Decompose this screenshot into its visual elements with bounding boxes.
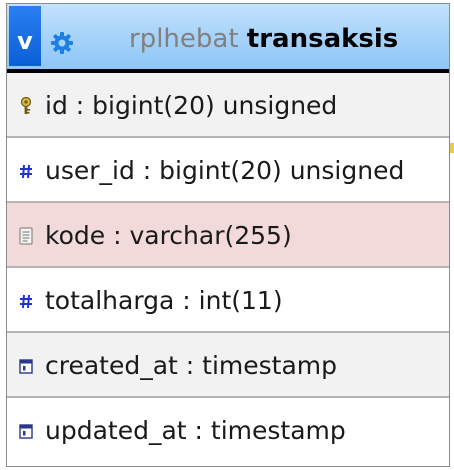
column-label: totalharga : int(11)	[45, 286, 283, 315]
column-row-updated-at[interactable]: updated_at : timestamp	[7, 398, 449, 463]
column-label: updated_at : timestamp	[45, 416, 346, 445]
relation-connector-stub	[450, 143, 454, 153]
column-row-user-id[interactable]: user_id : bigint(20) unsigned	[7, 138, 449, 203]
database-name: rplhebat	[129, 24, 239, 54]
column-label: user_id : bigint(20) unsigned	[45, 156, 405, 185]
gear-icon[interactable]	[51, 32, 73, 54]
column-row-id[interactable]: id : bigint(20) unsigned	[7, 73, 449, 138]
date-type-icon	[19, 359, 33, 374]
table-title[interactable]: rplhebat transaksis	[129, 22, 398, 56]
column-label: kode : varchar(255)	[45, 221, 292, 250]
date-type-icon	[19, 424, 33, 439]
table-name: transaksis	[246, 24, 399, 54]
designer-table-card[interactable]: v rplhebat transaksis id : bigint(20) un…	[6, 3, 450, 467]
column-label: created_at : timestamp	[45, 351, 338, 380]
primary-key-icon	[20, 97, 32, 114]
table-header[interactable]: v rplhebat transaksis	[7, 4, 449, 73]
numeric-type-icon	[20, 294, 32, 309]
column-row-totalharga[interactable]: totalharga : int(11)	[7, 268, 449, 333]
text-type-icon	[19, 227, 33, 245]
column-row-kode[interactable]: kode : varchar(255)	[7, 203, 449, 268]
column-row-created-at[interactable]: created_at : timestamp	[7, 333, 449, 398]
column-label: id : bigint(20) unsigned	[45, 91, 338, 120]
numeric-type-icon	[20, 164, 32, 179]
collapse-toggle-button[interactable]: v	[9, 6, 41, 66]
